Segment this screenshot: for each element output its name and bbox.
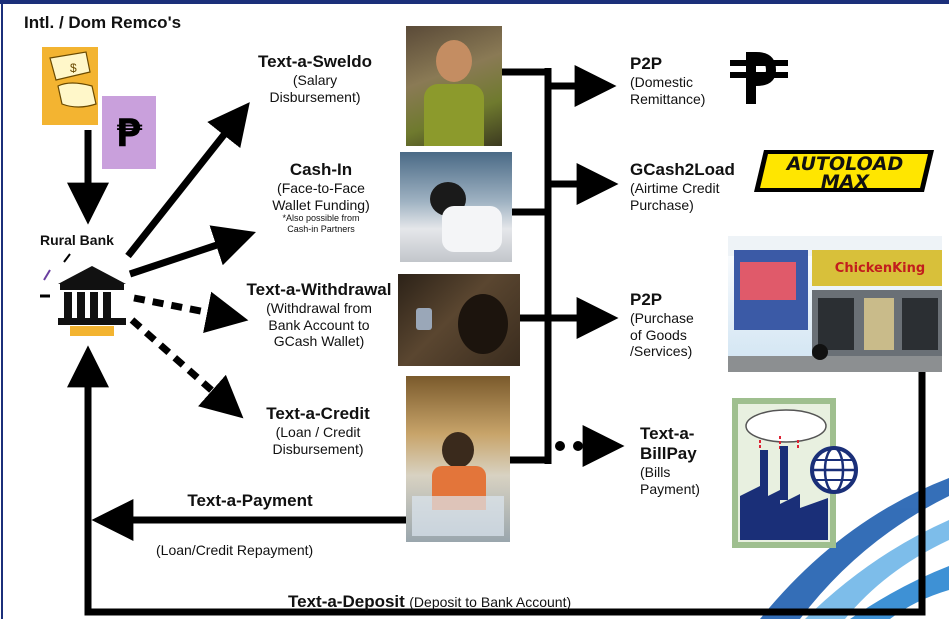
arrow-to-billpay [555, 425, 625, 467]
credit-title: Text-a-Credit [266, 404, 370, 423]
photo-cashin [400, 152, 512, 262]
p2p-remit-title: P2P [630, 54, 663, 73]
p2p-remit-line2: Remittance) [630, 90, 706, 107]
peso-box [102, 96, 156, 169]
sweldo-line2: Disbursement) [269, 88, 361, 105]
photo-credit [406, 376, 510, 542]
deposit-loop-line [84, 364, 926, 616]
withdrawal-line1: (Withdrawal from [266, 300, 372, 317]
peso-sign-small: ₱ [116, 111, 143, 155]
peso-logo [730, 52, 788, 104]
arrow-to-credit [129, 317, 244, 419]
p2p-goods-line1: (Purchase [630, 310, 694, 327]
photo-withdrawal [398, 274, 520, 366]
withdrawal-line3: GCash Wallet) [273, 333, 365, 350]
service-sweldo: Text-a-Sweldo (Salary Disbursement) [250, 52, 380, 105]
payment-title: Text-a-Payment [187, 491, 313, 510]
withdrawal-title: Text-a-Withdrawal [246, 280, 392, 299]
output-billpay: Text-a- BillPay (Bills Payment) [640, 424, 700, 497]
bank-label: Rural Bank [40, 232, 114, 249]
gcash2load-line1: (Airtime Credit [630, 180, 720, 197]
sweldo-title: Text-a-Sweldo [258, 52, 372, 71]
source-label: Intl. / Dom Remco's [24, 13, 181, 33]
payment-label: Text-a-Payment [160, 491, 340, 511]
payment-sub: (Loan/Credit Repayment) [156, 542, 314, 558]
service-cashin: Cash-In (Face-to-Face Wallet Funding) *A… [258, 160, 384, 234]
bank-title: Rural Bank [40, 232, 114, 248]
store-photo: ChickenKing [728, 236, 942, 372]
p2p-goods-line2: of Goods [630, 326, 687, 343]
deposit-title: Text-a-Deposit [288, 592, 405, 611]
cashin-line1: (Face-to-Face [277, 180, 365, 197]
deposit-label: Text-a-Deposit (Deposit to Bank Account) [288, 592, 571, 613]
output-p2p-goods: P2P (Purchase of Goods /Services) [630, 290, 694, 360]
service-credit: Text-a-Credit (Loan / Credit Disbursemen… [250, 404, 386, 457]
billpay-title1: Text-a- [640, 424, 695, 443]
autoload-bottom-text: MAX [821, 171, 871, 193]
billpay-line2: Payment) [640, 480, 700, 497]
p2p-remit-line1: (Domestic [630, 74, 694, 91]
arrow-to-cashin [128, 225, 256, 278]
p2p-goods-title: P2P [630, 290, 663, 309]
sweldo-line1: (Salary [292, 72, 338, 89]
gcash2load-line2: Purchase) [630, 196, 694, 213]
gcash2load-title: GCash2Load [630, 160, 735, 179]
source-title: Intl. / Dom Remco's [24, 13, 182, 32]
autoload-top-text: AUTOLOAD [785, 153, 903, 175]
p2p-goods-line3: /Services) [630, 343, 693, 360]
credit-line1: (Loan / Credit [275, 424, 361, 441]
arrow-to-withdrawal [133, 291, 249, 333]
payment-sub-label: (Loan/Credit Repayment) [156, 542, 313, 559]
cashin-note1: *Also possible from [282, 213, 360, 224]
bank-icon [40, 253, 126, 336]
service-withdrawal: Text-a-Withdrawal (Withdrawal from Bank … [238, 280, 400, 350]
deposit-sub: (Deposit to Bank Account) [409, 594, 572, 610]
autoload-max-logo: AUTOLOAD MAX [754, 150, 934, 193]
cashin-title: Cash-In [289, 160, 353, 179]
arrow-to-sweldo [125, 102, 250, 259]
store-sign-text: ChickenKing [835, 261, 925, 276]
svg-text:$: $ [70, 61, 77, 75]
output-p2p-remit: P2P (Domestic Remittance) [630, 54, 705, 107]
money-hand-icon: $ [49, 51, 97, 108]
output-gcash2load: GCash2Load (Airtime Credit Purchase) [630, 160, 735, 213]
cashin-line2: Wallet Funding) [272, 196, 370, 213]
billpay-title2: BillPay [640, 444, 697, 464]
photo-sweldo [406, 26, 502, 146]
factory-globe-graphic [732, 398, 858, 548]
cashin-note2: Cash-in Partners [287, 223, 355, 234]
withdrawal-line2: Bank Account to [268, 316, 370, 333]
billpay-line1: (Bills [640, 464, 671, 481]
credit-line2: Disbursement) [272, 440, 364, 457]
